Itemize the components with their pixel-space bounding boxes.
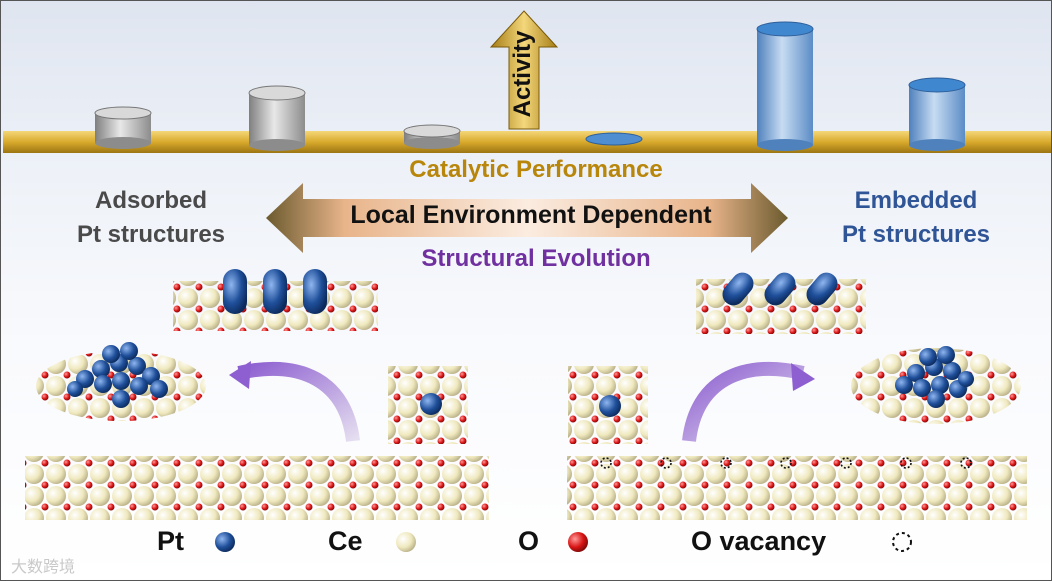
ceria-slab-right xyxy=(567,456,1027,520)
grey-cylinder-3 xyxy=(403,124,461,149)
adsorbed-line2: Pt structures xyxy=(76,221,226,248)
activity-arrow xyxy=(489,10,559,130)
embedded-pt-rows xyxy=(696,272,866,334)
o-legend-swatch xyxy=(568,532,588,552)
embedded-line2: Pt structures xyxy=(841,221,991,248)
single-atom-right xyxy=(568,366,648,444)
adsorbed-pt-cluster xyxy=(36,342,206,421)
grey-cylinder-2 xyxy=(248,85,306,151)
performance-shelf xyxy=(3,131,1051,153)
adsorbed-pt-rows xyxy=(173,269,378,331)
adsorbed-title: Adsorbed Pt structures xyxy=(41,184,261,252)
catalytic-performance-label: Catalytic Performance xyxy=(409,156,663,183)
watermark: 大数跨境 xyxy=(11,559,76,576)
local-environment-label: Local Environment Dependent xyxy=(350,201,712,229)
evolution-arrow-right xyxy=(682,361,805,442)
single-atom-left xyxy=(388,366,468,444)
embedded-title: Embedded Pt structures xyxy=(801,184,1031,252)
pt-legend-label: Pt xyxy=(157,526,184,556)
activity-label: Activity xyxy=(509,30,536,118)
grey-cylinder-1 xyxy=(94,106,152,149)
adsorbed-line1: Adsorbed xyxy=(94,187,207,214)
blue-cylinder-2 xyxy=(756,21,814,151)
ce-legend-label: Ce xyxy=(328,526,363,556)
embedded-pt-cluster xyxy=(851,346,1021,424)
blue-cylinder-3 xyxy=(908,77,966,151)
ceria-slab-left xyxy=(25,456,489,520)
o-vacancy-legend-label: O vacancy xyxy=(691,526,827,556)
o-legend-label: O xyxy=(518,526,540,556)
embedded-line1: Embedded xyxy=(854,187,978,214)
double-arrow xyxy=(266,183,788,253)
evolution-arrow-left xyxy=(237,361,360,442)
blue-cylinder-1 xyxy=(585,132,643,146)
structural-evolution-label: Structural Evolution xyxy=(421,245,651,272)
pt-legend-swatch xyxy=(215,532,235,552)
o-vacancy-legend-swatch xyxy=(892,532,912,552)
ce-legend-swatch xyxy=(396,532,416,552)
